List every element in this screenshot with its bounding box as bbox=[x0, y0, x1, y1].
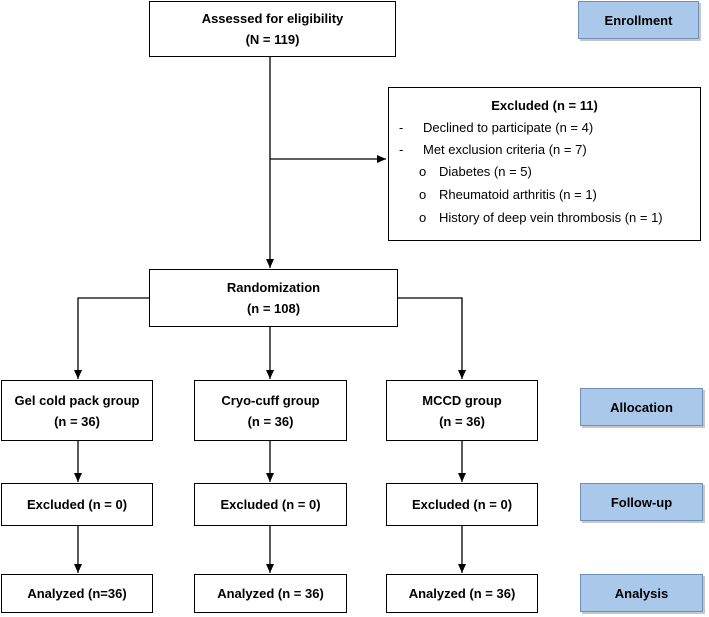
eligibility-title: Assessed for eligibility bbox=[201, 11, 344, 26]
excluded-subitem-text: Diabetes (n = 5) bbox=[439, 164, 532, 179]
group-name: MCCD group bbox=[422, 392, 502, 408]
group-count: (n = 36) bbox=[54, 413, 100, 429]
randomization-box: Randomization (n = 108) bbox=[149, 269, 398, 327]
analyzed-text: Analyzed (n = 36) bbox=[217, 586, 324, 601]
group-name: Gel cold pack group bbox=[14, 392, 140, 408]
eligibility-count: (N = 119) bbox=[245, 32, 300, 47]
analyzed-text: Analyzed (n = 36) bbox=[408, 586, 516, 601]
circle-bullet: o bbox=[419, 210, 427, 225]
followup-text: Excluded (n = 0) bbox=[26, 497, 128, 512]
randomization-title: Randomization bbox=[226, 280, 321, 295]
group-count: (n = 36) bbox=[439, 413, 485, 429]
phase-enrollment-label: Enrollment bbox=[578, 1, 699, 39]
gel-group-box: Gel cold pack group (n = 36) bbox=[1, 380, 153, 441]
cryo-group-box: Cryo-cuff group (n = 36) bbox=[194, 380, 347, 441]
group-count: (n = 36) bbox=[247, 413, 294, 429]
excluded-subitem: o History of deep vein thrombosis (n = 1) bbox=[419, 207, 663, 229]
followup-text: Excluded (n = 0) bbox=[220, 497, 321, 512]
gel-analyzed-box: Analyzed (n=36) bbox=[1, 574, 153, 613]
excluded-title: Excluded (n = 11) bbox=[491, 98, 598, 113]
gel-followup-box: Excluded (n = 0) bbox=[1, 483, 153, 526]
cryo-analyzed-box: Analyzed (n = 36) bbox=[194, 574, 347, 613]
excluded-item: - Declined to participate (n = 4) bbox=[399, 117, 593, 139]
excluded-box: Excluded (n = 11) - Declined to participa… bbox=[388, 87, 701, 241]
phase-allocation-label: Allocation bbox=[580, 388, 703, 426]
excluded-subitem-text: History of deep vein thrombosis (n = 1) bbox=[439, 210, 663, 225]
group-name: Cryo-cuff group bbox=[221, 392, 320, 408]
excluded-subitem: o Rheumatoid arthritis (n = 1) bbox=[419, 184, 597, 206]
mccd-group-box: MCCD group (n = 36) bbox=[386, 380, 538, 441]
circle-bullet: o bbox=[419, 164, 427, 179]
cryo-followup-box: Excluded (n = 0) bbox=[194, 483, 347, 526]
arrow-to-gel-group bbox=[74, 297, 150, 379]
excluded-subitem: o Diabetes (n = 5) bbox=[419, 161, 532, 183]
excluded-item: - Met exclusion criteria (n = 7) bbox=[399, 139, 587, 161]
eligibility-box: Assessed for eligibility (N = 119) bbox=[149, 1, 396, 57]
followup-text: Excluded (n = 0) bbox=[411, 497, 513, 512]
excluded-item-text: Met exclusion criteria (n = 7) bbox=[423, 142, 587, 157]
randomization-count: (n = 108) bbox=[246, 301, 301, 316]
phase-followup-label: Follow-up bbox=[580, 483, 703, 521]
mccd-analyzed-box: Analyzed (n = 36) bbox=[386, 574, 538, 613]
phase-analysis-label: Analysis bbox=[580, 574, 703, 612]
mccd-followup-box: Excluded (n = 0) bbox=[386, 483, 538, 526]
circle-bullet: o bbox=[419, 187, 427, 202]
excluded-item-text: Declined to participate (n = 4) bbox=[423, 120, 594, 135]
analyzed-text: Analyzed (n=36) bbox=[27, 586, 127, 601]
dash-bullet: - bbox=[399, 120, 404, 135]
excluded-subitem-text: Rheumatoid arthritis (n = 1) bbox=[439, 187, 597, 202]
arrow-to-mccd-group bbox=[398, 297, 466, 379]
dash-bullet: - bbox=[399, 142, 404, 157]
